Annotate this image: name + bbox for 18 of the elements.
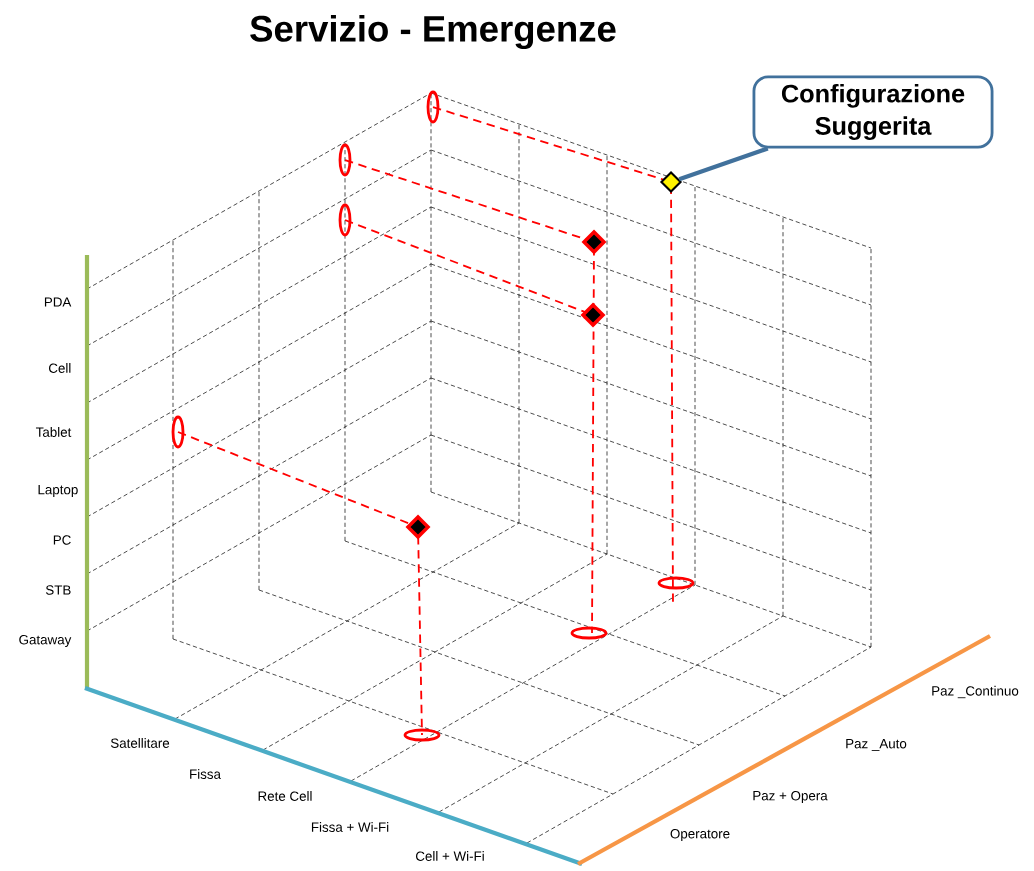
axis-label: Fissa + Wi-Fi <box>311 822 389 832</box>
axis-label: PDA <box>44 297 72 307</box>
title: Servizio - Emergenze <box>250 14 616 50</box>
axis-label: Paz _Auto <box>846 739 907 751</box>
axis-label: Cell <box>49 363 71 373</box>
callout-box: Configurazione Suggerita <box>752 75 994 149</box>
axis-label: Tablet <box>36 427 72 437</box>
axis-label: Gataway <box>19 634 72 648</box>
axis-label: Paz _Continuo <box>932 685 1019 699</box>
axis-label: STB <box>45 585 71 595</box>
axis-label: Satellitare <box>110 738 170 748</box>
axis-label: Fissa <box>190 769 221 779</box>
axis-label: Laptop <box>38 485 78 497</box>
axis-label: Rete Cell <box>258 791 312 801</box>
axis-label: Operatore <box>670 828 730 842</box>
axis-label: PC <box>53 535 71 545</box>
axis-label: Cell + Wi-Fi <box>416 851 484 861</box>
axis-label: Paz + Opera <box>753 790 828 804</box>
